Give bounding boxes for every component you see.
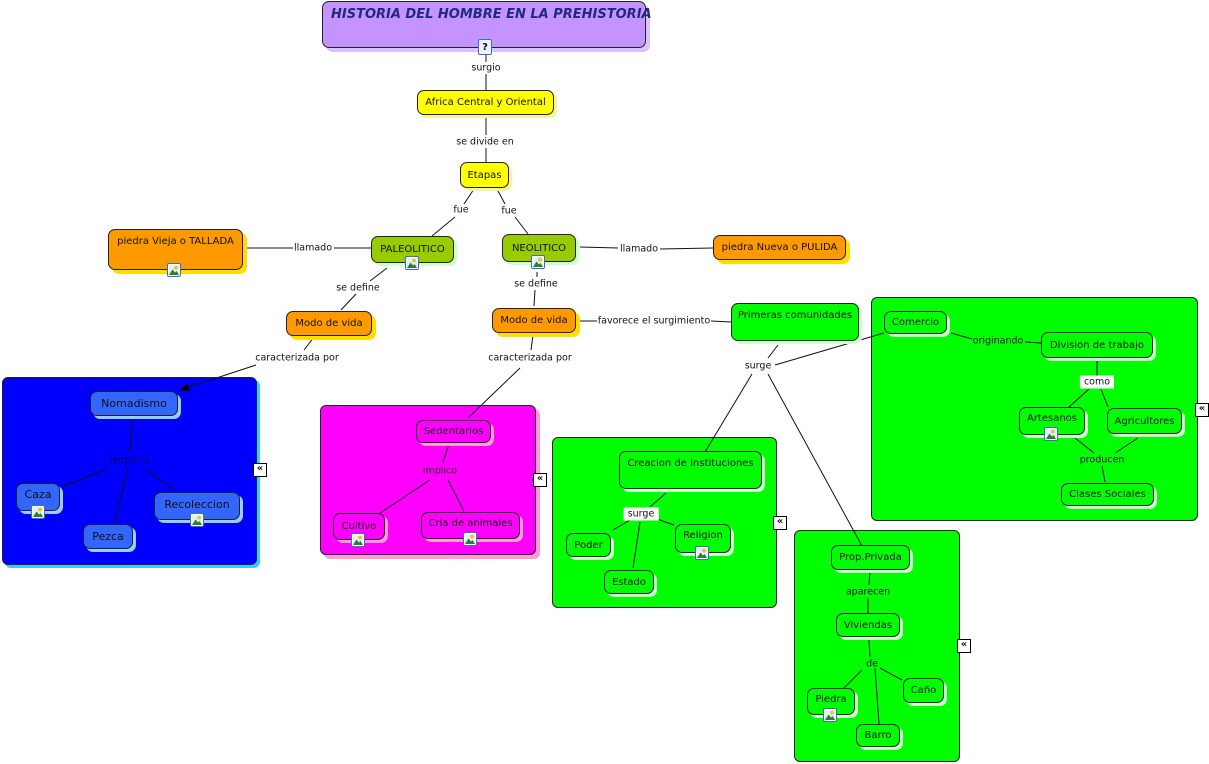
node-prop-privada[interactable]: Prop.Privada xyxy=(831,545,910,570)
node-etapas[interactable]: Etapas xyxy=(460,162,509,188)
link-label: implico xyxy=(110,453,150,467)
link-label: surge xyxy=(744,360,772,372)
link-label: llamado xyxy=(619,243,659,255)
link-label: surge xyxy=(623,507,659,521)
link-label: originando xyxy=(972,335,1024,347)
link-line xyxy=(463,188,475,205)
link-line xyxy=(340,293,357,311)
document-question-icon[interactable]: ? xyxy=(478,39,492,55)
link-line xyxy=(579,246,619,249)
link-line xyxy=(431,216,456,237)
image-resource-icon[interactable] xyxy=(31,505,45,519)
link-label: se define xyxy=(514,278,558,290)
link-label: caracterizada por xyxy=(255,352,339,364)
link-line xyxy=(303,336,315,351)
image-resource-icon[interactable] xyxy=(1044,427,1058,441)
link-line xyxy=(530,334,534,351)
link-label: surgio xyxy=(471,62,501,74)
image-resource-icon[interactable] xyxy=(405,256,419,270)
link-line xyxy=(514,216,529,235)
node-barro[interactable]: Barro xyxy=(856,724,900,747)
link-label: caracterizada por xyxy=(488,352,572,364)
link-label: producen xyxy=(1079,454,1125,466)
node-nomadismo[interactable]: Nomadismo xyxy=(90,391,178,416)
link-line xyxy=(710,320,732,323)
collapse-icon[interactable]: « xyxy=(957,639,971,653)
image-resource-icon[interactable] xyxy=(190,513,204,527)
link-label: aparecen xyxy=(845,586,891,598)
node-primeras-comunidades[interactable]: Primeras comunidades xyxy=(731,303,859,341)
node-cano[interactable]: Caño xyxy=(903,678,944,703)
image-resource-icon[interactable] xyxy=(351,533,365,547)
image-resource-icon[interactable] xyxy=(463,532,477,546)
link-line xyxy=(659,247,714,250)
node-creacion-instituciones[interactable]: Creacion de Instituciones xyxy=(619,451,762,489)
node-modo-vida-paleo[interactable]: Modo de vida xyxy=(286,311,372,336)
node-modo-vida-neo[interactable]: Modo de vida xyxy=(492,308,576,333)
image-resource-icon[interactable] xyxy=(531,255,545,269)
link-label: fue xyxy=(501,205,517,217)
link-label: se divide en xyxy=(456,136,514,148)
node-poder[interactable]: Poder xyxy=(566,533,611,557)
node-africa[interactable]: Africa Central y Oriental xyxy=(417,90,554,115)
link-line xyxy=(767,344,779,359)
collapse-icon[interactable]: « xyxy=(533,473,547,487)
node-recoleccion[interactable]: Recoleccion xyxy=(154,492,240,520)
collapse-icon[interactable]: « xyxy=(253,463,267,477)
node-division-trabajo[interactable]: Division de trabajo xyxy=(1041,332,1153,358)
image-resource-icon[interactable] xyxy=(695,546,709,560)
node-viviendas[interactable]: Viviendas xyxy=(836,613,900,637)
node-clases-sociales[interactable]: Clases Sociales xyxy=(1061,483,1154,506)
collapse-icon[interactable]: « xyxy=(773,516,787,530)
link-label: implico xyxy=(422,465,458,477)
node-sedentarios[interactable]: Sedentarios xyxy=(416,420,491,443)
link-line xyxy=(496,188,506,205)
collapse-icon[interactable]: « xyxy=(1195,403,1209,417)
image-resource-icon[interactable] xyxy=(823,708,837,722)
link-line xyxy=(369,267,388,282)
node-comercio[interactable]: Comercio xyxy=(884,311,947,334)
link-label: llamado xyxy=(293,242,333,254)
link-label: como xyxy=(1079,375,1115,389)
link-label: fue xyxy=(453,204,469,216)
node-estado[interactable]: Estado xyxy=(604,570,654,594)
node-pezca[interactable]: Pezca xyxy=(83,524,133,549)
link-label: favorece el surgimiento xyxy=(597,315,711,327)
node-agricultores[interactable]: Agricultores xyxy=(1107,408,1182,434)
node-piedra-nueva[interactable]: piedra Nueva o PULIDA xyxy=(713,235,846,260)
link-label: se define xyxy=(336,282,380,294)
link-label: de xyxy=(866,658,878,670)
image-resource-icon[interactable] xyxy=(167,263,181,277)
link-line xyxy=(533,289,536,307)
